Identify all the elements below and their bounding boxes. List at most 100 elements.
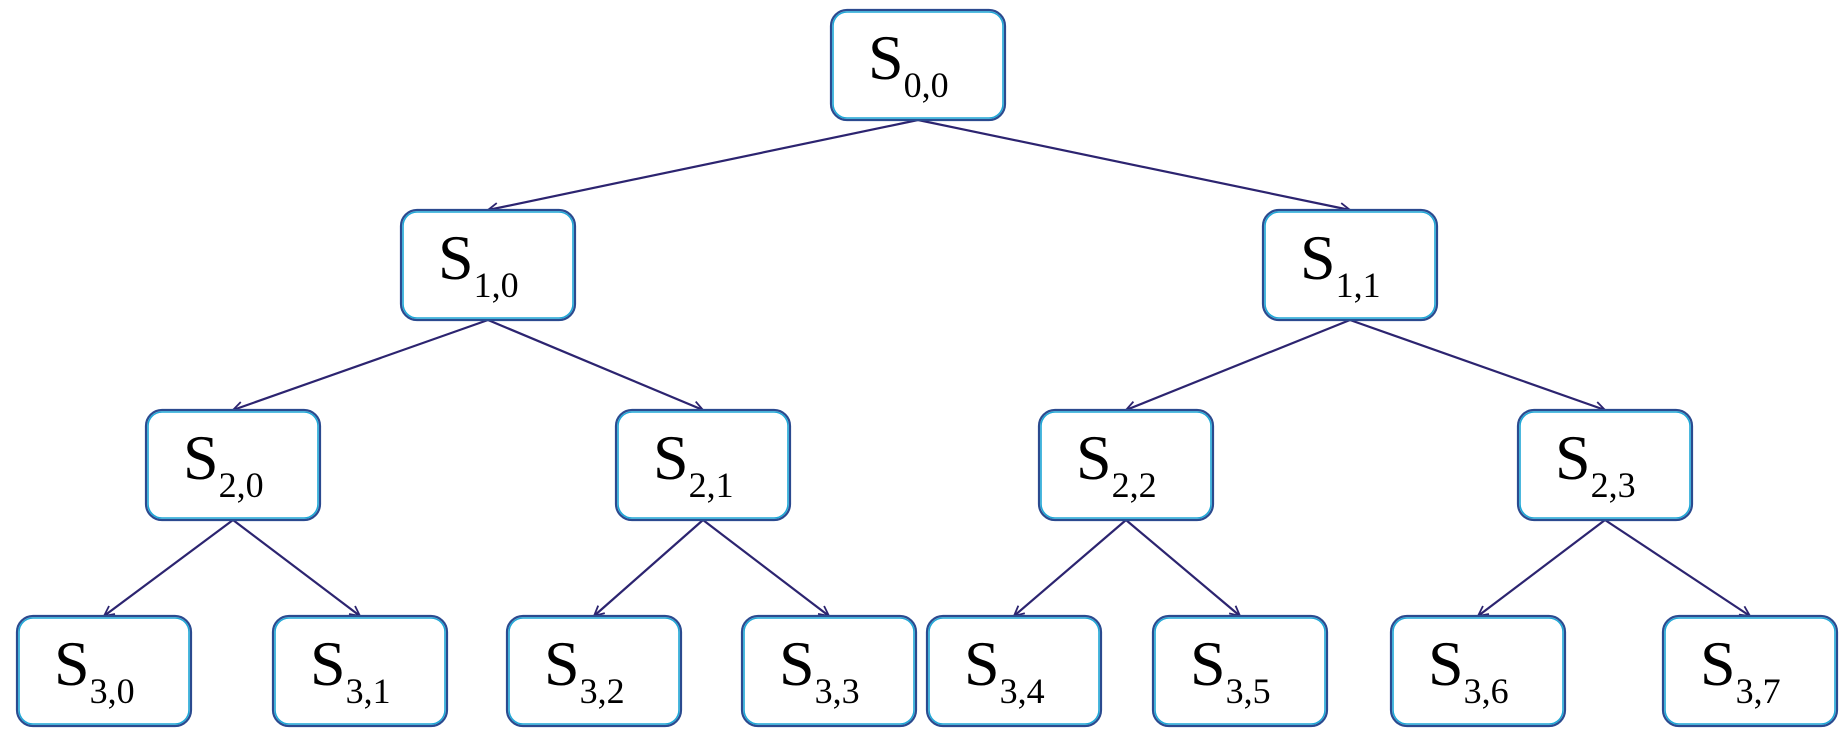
edge-n10-n21 <box>487 318 703 410</box>
edge-n20-n30 <box>104 519 234 616</box>
node-subscript: 1,0 <box>474 265 519 305</box>
node-box <box>1516 408 1694 522</box>
node-n30: S3,0 <box>15 614 193 728</box>
edge-n22-n34 <box>1014 519 1127 616</box>
node-symbol: S <box>653 422 689 493</box>
node-label: S3,0 <box>54 628 135 711</box>
node-n23: S2,3 <box>1516 408 1694 522</box>
node-subscript: 2,1 <box>689 465 734 505</box>
node-n31: S3,1 <box>271 614 449 728</box>
node-box <box>740 614 918 728</box>
node-box <box>1661 614 1839 728</box>
node-box <box>925 614 1103 728</box>
node-label: S3,3 <box>779 628 860 711</box>
node-label: S3,6 <box>1428 628 1509 711</box>
edge-n10-n20 <box>233 318 489 410</box>
node-box <box>1389 614 1567 728</box>
node-symbol: S <box>1700 628 1736 699</box>
edges-layer <box>104 118 1750 616</box>
node-subscript: 0,0 <box>904 65 949 105</box>
node-box <box>1037 408 1215 522</box>
node-n11: S1,1 <box>1261 208 1439 322</box>
node-label: S3,7 <box>1700 628 1781 711</box>
node-box <box>399 208 577 322</box>
node-symbol: S <box>779 628 815 699</box>
node-label: S2,1 <box>653 422 734 505</box>
node-box-accent <box>508 617 680 725</box>
node-box-accent <box>1392 617 1564 725</box>
node-box <box>271 614 449 728</box>
node-symbol: S <box>868 22 904 93</box>
node-n22: S2,2 <box>1037 408 1215 522</box>
node-box-accent <box>832 11 1004 119</box>
node-subscript: 3,5 <box>1226 671 1271 711</box>
node-label: S3,5 <box>1190 628 1271 711</box>
node-symbol: S <box>1190 628 1226 699</box>
node-subscript: 2,0 <box>219 465 264 505</box>
node-subscript: 1,1 <box>1336 265 1381 305</box>
node-label: S2,0 <box>183 422 264 505</box>
node-symbol: S <box>310 628 346 699</box>
node-box-accent <box>1664 617 1836 725</box>
node-subscript: 3,4 <box>1000 671 1045 711</box>
node-symbol: S <box>438 222 474 293</box>
node-symbol: S <box>964 628 1000 699</box>
node-n33: S3,3 <box>740 614 918 728</box>
node-subscript: 3,2 <box>580 671 625 711</box>
node-n35: S3,5 <box>1151 614 1329 728</box>
node-box-accent <box>274 617 446 725</box>
edge-n22-n35 <box>1125 519 1240 616</box>
edge-n23-n37 <box>1604 519 1750 616</box>
edge-n21-n32 <box>594 519 704 616</box>
node-symbol: S <box>1428 628 1464 699</box>
node-symbol: S <box>544 628 580 699</box>
node-n10: S1,0 <box>399 208 577 322</box>
node-box <box>1261 208 1439 322</box>
node-subscript: 2,3 <box>1591 465 1636 505</box>
node-symbol: S <box>1076 422 1112 493</box>
edge-n23-n36 <box>1478 519 1606 616</box>
node-box-accent <box>1264 211 1436 319</box>
node-box <box>144 408 322 522</box>
node-subscript: 3,1 <box>346 671 391 711</box>
node-label: S2,2 <box>1076 422 1157 505</box>
node-subscript: 3,6 <box>1464 671 1509 711</box>
edge-n21-n33 <box>702 519 829 616</box>
node-n37: S3,7 <box>1661 614 1839 728</box>
node-symbol: S <box>54 628 90 699</box>
node-symbol: S <box>183 422 219 493</box>
node-n21: S2,1 <box>614 408 792 522</box>
node-box-accent <box>402 211 574 319</box>
node-n36: S3,6 <box>1389 614 1567 728</box>
node-box-accent <box>928 617 1100 725</box>
node-box <box>1151 614 1329 728</box>
node-label: S0,0 <box>868 22 949 105</box>
node-box-accent <box>147 411 319 519</box>
node-subscript: 3,3 <box>815 671 860 711</box>
node-label: S3,2 <box>544 628 625 711</box>
node-label: S1,0 <box>438 222 519 305</box>
node-box <box>614 408 792 522</box>
node-symbol: S <box>1555 422 1591 493</box>
node-box <box>505 614 683 728</box>
edge-n00-n11 <box>917 118 1350 210</box>
node-box-accent <box>1040 411 1212 519</box>
node-box <box>15 614 193 728</box>
edge-n11-n23 <box>1349 318 1605 410</box>
node-box-accent <box>18 617 190 725</box>
node-box <box>829 8 1007 122</box>
node-n00: S0,0 <box>829 8 1007 122</box>
node-subscript: 2,2 <box>1112 465 1157 505</box>
node-n34: S3,4 <box>925 614 1103 728</box>
edge-n20-n31 <box>232 519 360 616</box>
node-label: S3,1 <box>310 628 391 711</box>
node-n20: S2,0 <box>144 408 322 522</box>
node-label: S1,1 <box>1300 222 1381 305</box>
node-n32: S3,2 <box>505 614 683 728</box>
node-subscript: 3,0 <box>90 671 135 711</box>
node-subscript: 3,7 <box>1736 671 1781 711</box>
node-box-accent <box>617 411 789 519</box>
node-box-accent <box>743 617 915 725</box>
